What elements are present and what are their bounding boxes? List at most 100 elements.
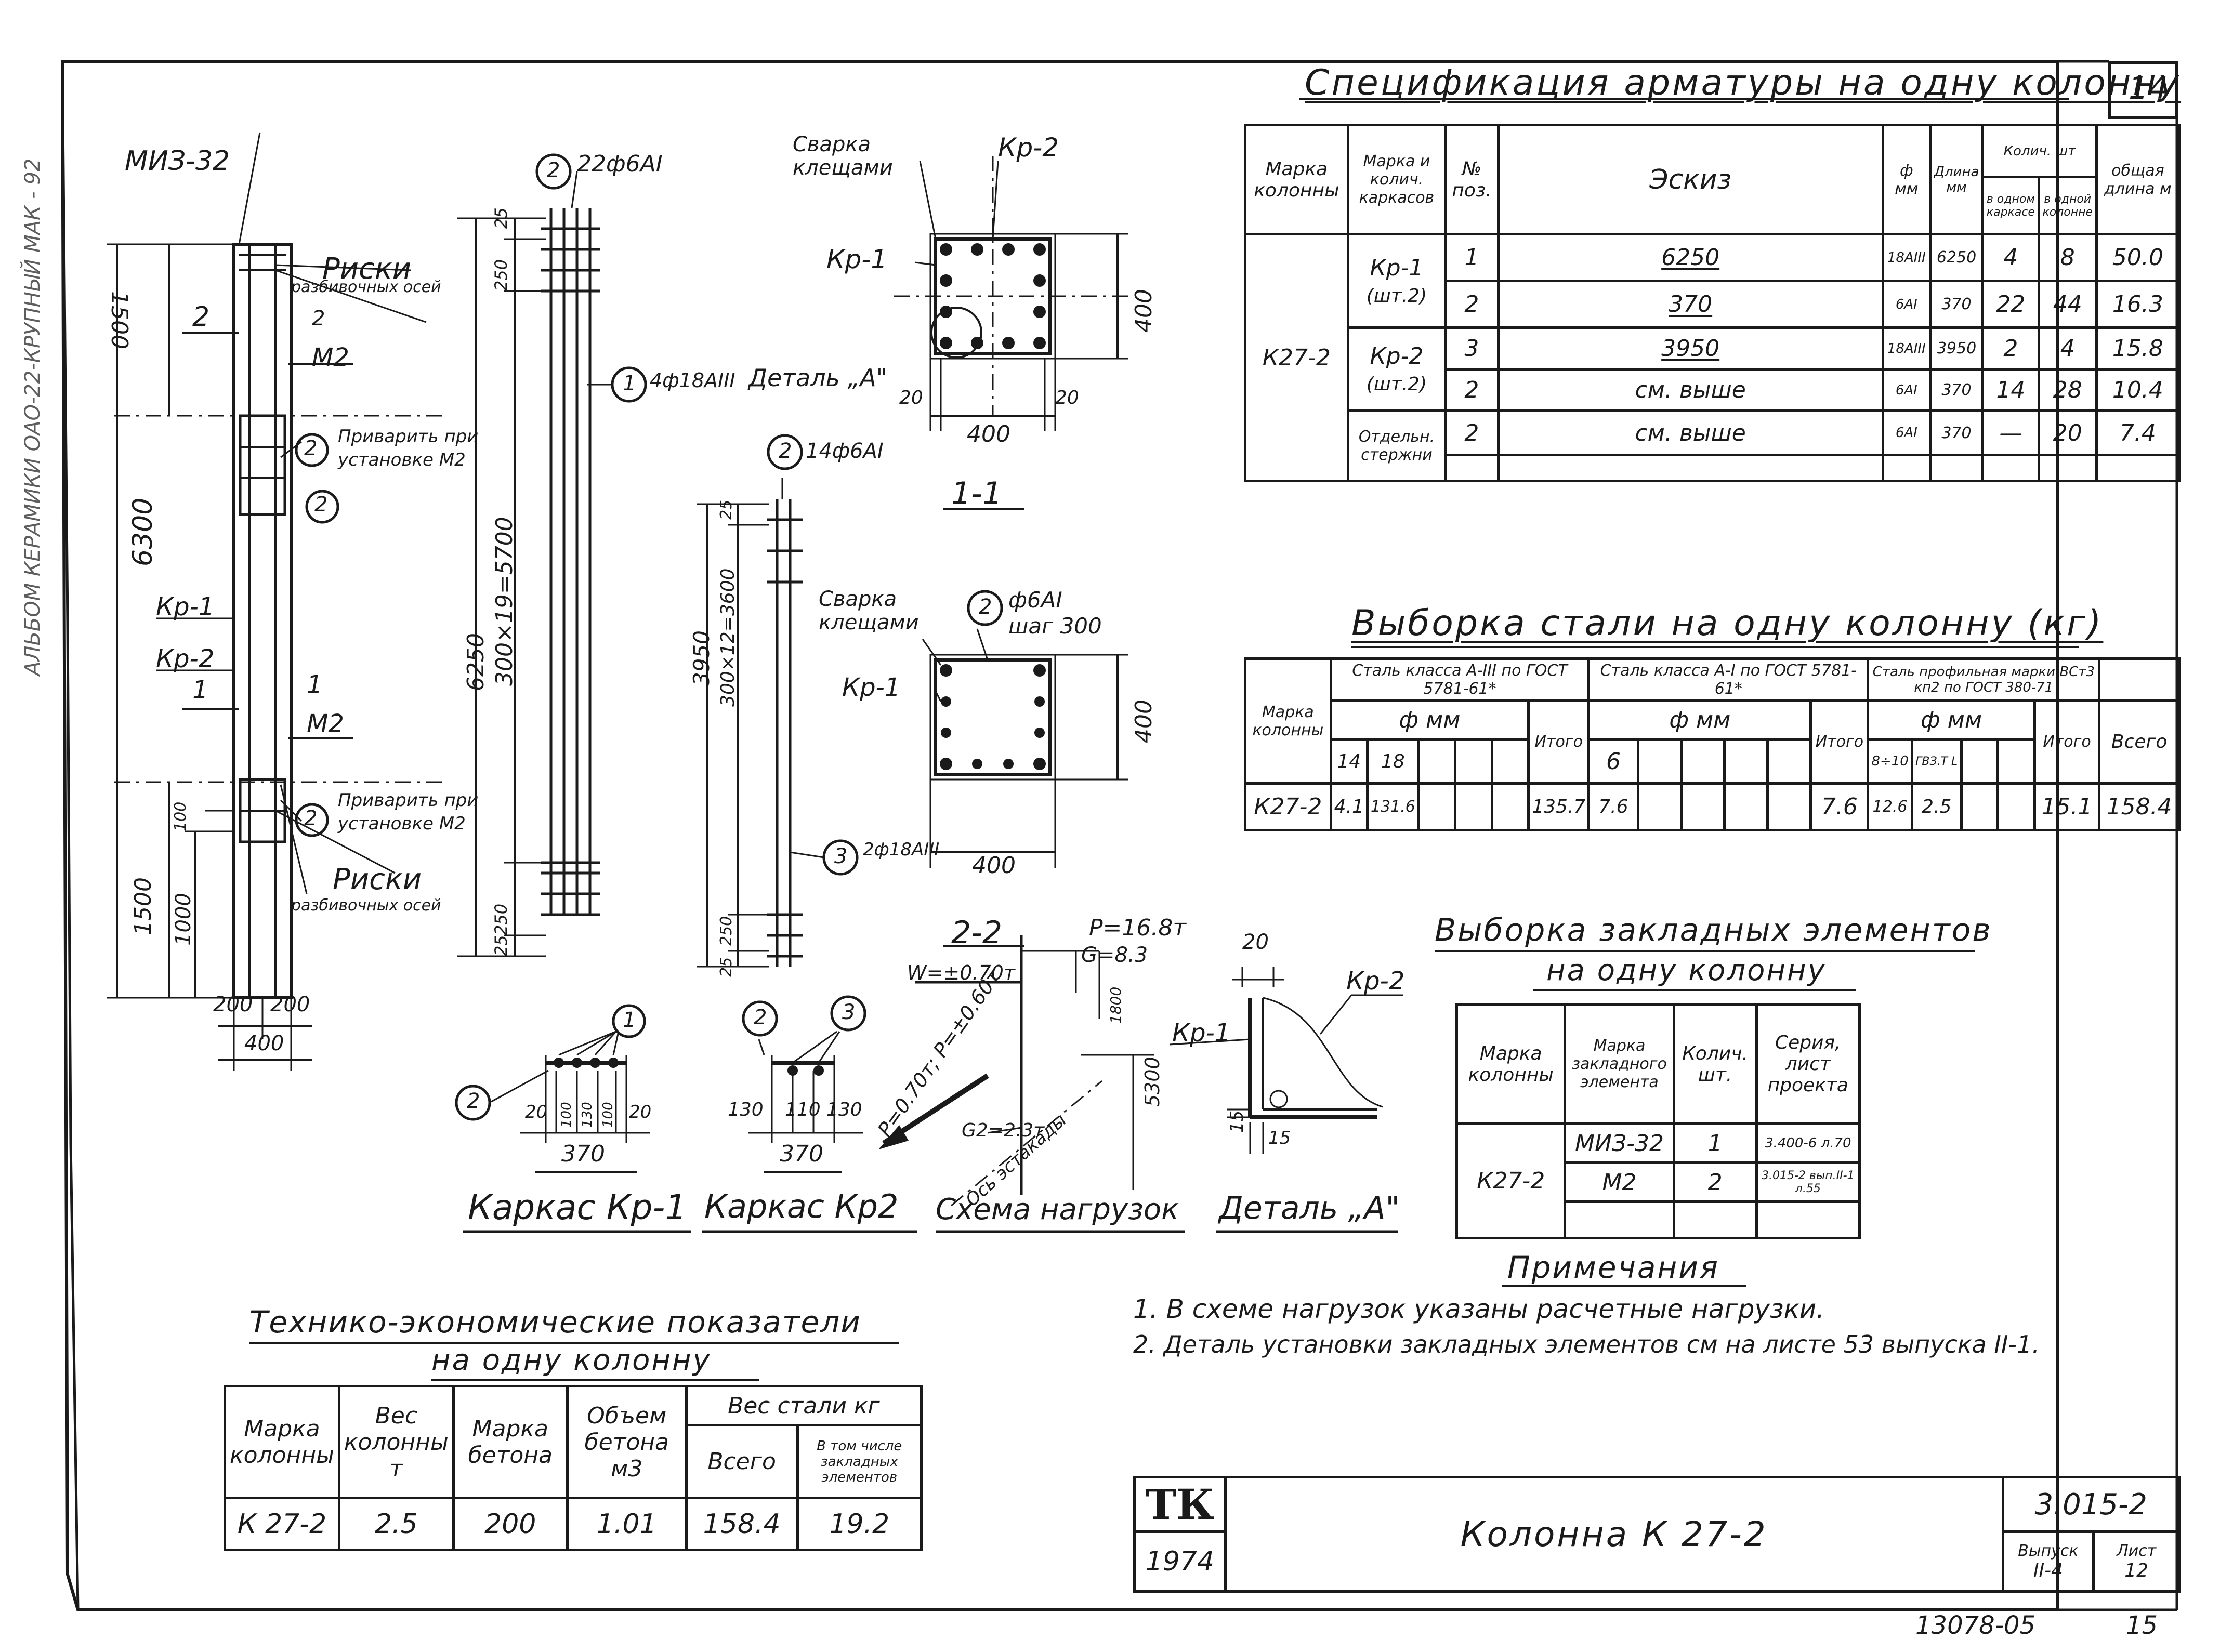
stamp-year: 1974 xyxy=(1133,1530,1227,1593)
load-1800: 1800 xyxy=(1107,986,1124,1024)
steel-row-col: К27-2 xyxy=(1244,782,1332,831)
embed-ser-1: 3.400-6 л.70 xyxy=(1755,1122,1861,1164)
spec-pos-2: 2 xyxy=(1444,280,1500,329)
steel-p-itogo: 15.1 xyxy=(2033,782,2101,831)
dim-cs1-20b: 20 xyxy=(629,1102,652,1122)
side-stamp: АЛЬБОМ КЕРАМИКИ ОАО-22-КРУПНЫЙ МАК - 92 xyxy=(21,158,45,676)
steel-h-itogo-a3: Итого xyxy=(1527,699,1591,785)
stamp-name: Колонна К 27-2 xyxy=(1224,1476,2004,1593)
spec-pos-1: 1 xyxy=(1444,233,1500,282)
spec-h-col-mark: Марка колонны xyxy=(1244,124,1349,235)
sheet-number: 14 xyxy=(2129,70,2169,107)
dim-cs2-130b: 130 xyxy=(826,1099,862,1120)
circle-cs1-1: 1 xyxy=(623,1008,636,1032)
spec-pos-3: 3 xyxy=(1444,326,1500,371)
frame-kr2-cross-section xyxy=(702,1030,917,1233)
spec-frame-kr2: Кр-2(шт.2) xyxy=(1346,326,1447,412)
caption-frame-kr1: Каркас Кр-1 xyxy=(468,1187,687,1227)
spec-qc-1: 8 xyxy=(2037,233,2098,282)
spec-pos-5: 2 xyxy=(1444,409,1500,456)
spec-qf-5: — xyxy=(1981,409,2040,456)
steel-d6: 6 xyxy=(1587,738,1639,785)
circle-f2-2: 2 xyxy=(779,439,792,463)
dim-f2-3950: 3950 xyxy=(689,630,714,686)
dim-f2-250: 250 xyxy=(717,916,735,946)
label-m2-top: М2 xyxy=(312,343,349,372)
detail-kr2: Кр-2 xyxy=(1346,967,1405,996)
steel-a18: 131.6 xyxy=(1365,782,1420,831)
steel-h-a3: Сталь класса А-III по ГОСТ 5781-61* xyxy=(1329,657,1591,702)
sheet-number-box xyxy=(2108,61,2178,119)
detail-15b: 15 xyxy=(1268,1128,1291,1148)
dim-s2-400h: 400 xyxy=(972,852,1016,879)
load-w: W=±0.70т xyxy=(907,961,1015,984)
label-kr2: Кр-2 xyxy=(156,644,215,673)
circle-cs1-2: 2 xyxy=(467,1089,480,1113)
label-weld-clamps-b: клещами xyxy=(793,156,893,180)
dim-cs1-370: 370 xyxy=(561,1141,605,1167)
tep-h-volume: Объем бетона м3 xyxy=(566,1385,688,1499)
spec-h-sketch: Эскиз xyxy=(1496,124,1884,235)
label-riski-bot-b: разбивочных осей xyxy=(291,896,441,915)
steel-h-a1: Сталь класса А-I по ГОСТ 5781-61* xyxy=(1587,657,1870,702)
embed-table: Марка колонны Марка закладного элемента … xyxy=(1455,1003,1861,1239)
spec-sketch-4: см. выше xyxy=(1496,368,1884,412)
dim-6300: 6300 xyxy=(127,497,159,566)
label-s1-kr2: Кр-2 xyxy=(998,133,1059,163)
label-f1-rod1: 4ф18АIII xyxy=(650,369,735,392)
steel-a14: 4.1 xyxy=(1329,782,1369,831)
embed-ser-2: 3.015-2 вып.II-1 л.55 xyxy=(1755,1161,1861,1203)
steel-p2: 2.5 xyxy=(1910,782,1963,831)
label-mark1b: 1 xyxy=(307,670,323,699)
label-s2-note: ф6АI xyxy=(1008,587,1062,613)
spec-total-4: 10.4 xyxy=(2095,368,2181,412)
circle-f2-3: 3 xyxy=(834,844,848,868)
label-mark1: 1 xyxy=(192,676,208,705)
spec-frame-kr1: Кр-1(шт.2) xyxy=(1346,233,1447,329)
spec-total-1: 50.0 xyxy=(2095,233,2181,282)
spec-dia-3: 18АIII xyxy=(1881,326,1932,371)
tep-h-emb: В том числе закладных элементов xyxy=(796,1424,923,1499)
detail-15a: 15 xyxy=(1227,1110,1247,1133)
label-weld-clamps: Сварка xyxy=(793,133,871,156)
label-f1-rod2: 22ф6АI xyxy=(577,151,663,177)
spec-h-len: Длина мм xyxy=(1928,124,1985,235)
label-weld2: Сварка xyxy=(819,587,897,611)
column-elevation xyxy=(107,132,447,1071)
embed-h-el: Марка закладного элемента xyxy=(1564,1003,1675,1125)
frame-kr2-elevation xyxy=(697,478,824,968)
embed-h-qty: Колич. шт. xyxy=(1672,1003,1758,1125)
spec-qc-2: 44 xyxy=(2037,280,2098,329)
spec-qf-1: 4 xyxy=(1981,233,2040,282)
dim-f1-pitch: 300×19=5700 xyxy=(491,517,518,686)
spec-len-1: 6250 xyxy=(1928,233,1985,282)
embed-qty-1: 1 xyxy=(1672,1122,1758,1164)
section-2-2 xyxy=(922,628,1128,947)
spec-total-5: 7.4 xyxy=(2095,409,2181,456)
steel-p1: 12.6 xyxy=(1867,782,1913,831)
notes-title: Примечания xyxy=(1507,1250,1719,1285)
dim-f1-25b: 25 xyxy=(491,935,511,956)
circle-f1-1: 1 xyxy=(623,372,636,395)
tep-col: К 27-2 xyxy=(224,1497,340,1551)
steel-d18: 18 xyxy=(1365,738,1420,785)
embed-el-2: М2 xyxy=(1564,1161,1675,1203)
load-p: P=16.8т xyxy=(1089,915,1186,941)
spec-len-2: 370 xyxy=(1928,280,1985,329)
spec-sketch-1: 6250 xyxy=(1496,233,1884,282)
dim-cs1-100b: 100 xyxy=(600,1102,616,1128)
spec-total-2: 16.3 xyxy=(2095,280,2181,329)
spec-table: Марка колонны Марка и колич. каркасов № … xyxy=(1244,124,2181,482)
spec-h-qty: Колич. шт xyxy=(1981,124,2098,178)
section-1-1-rebars xyxy=(940,243,1046,349)
label-riski-bot: Риски xyxy=(333,863,422,896)
label-weld-top: Приварить при xyxy=(338,426,479,447)
circle-label-2a: 2 xyxy=(304,437,318,460)
detail-kr1: Кр-1 xyxy=(1172,1019,1231,1048)
dim-f1-6250: 6250 xyxy=(463,633,489,691)
spec-sketch-5: см. выше xyxy=(1496,409,1884,456)
